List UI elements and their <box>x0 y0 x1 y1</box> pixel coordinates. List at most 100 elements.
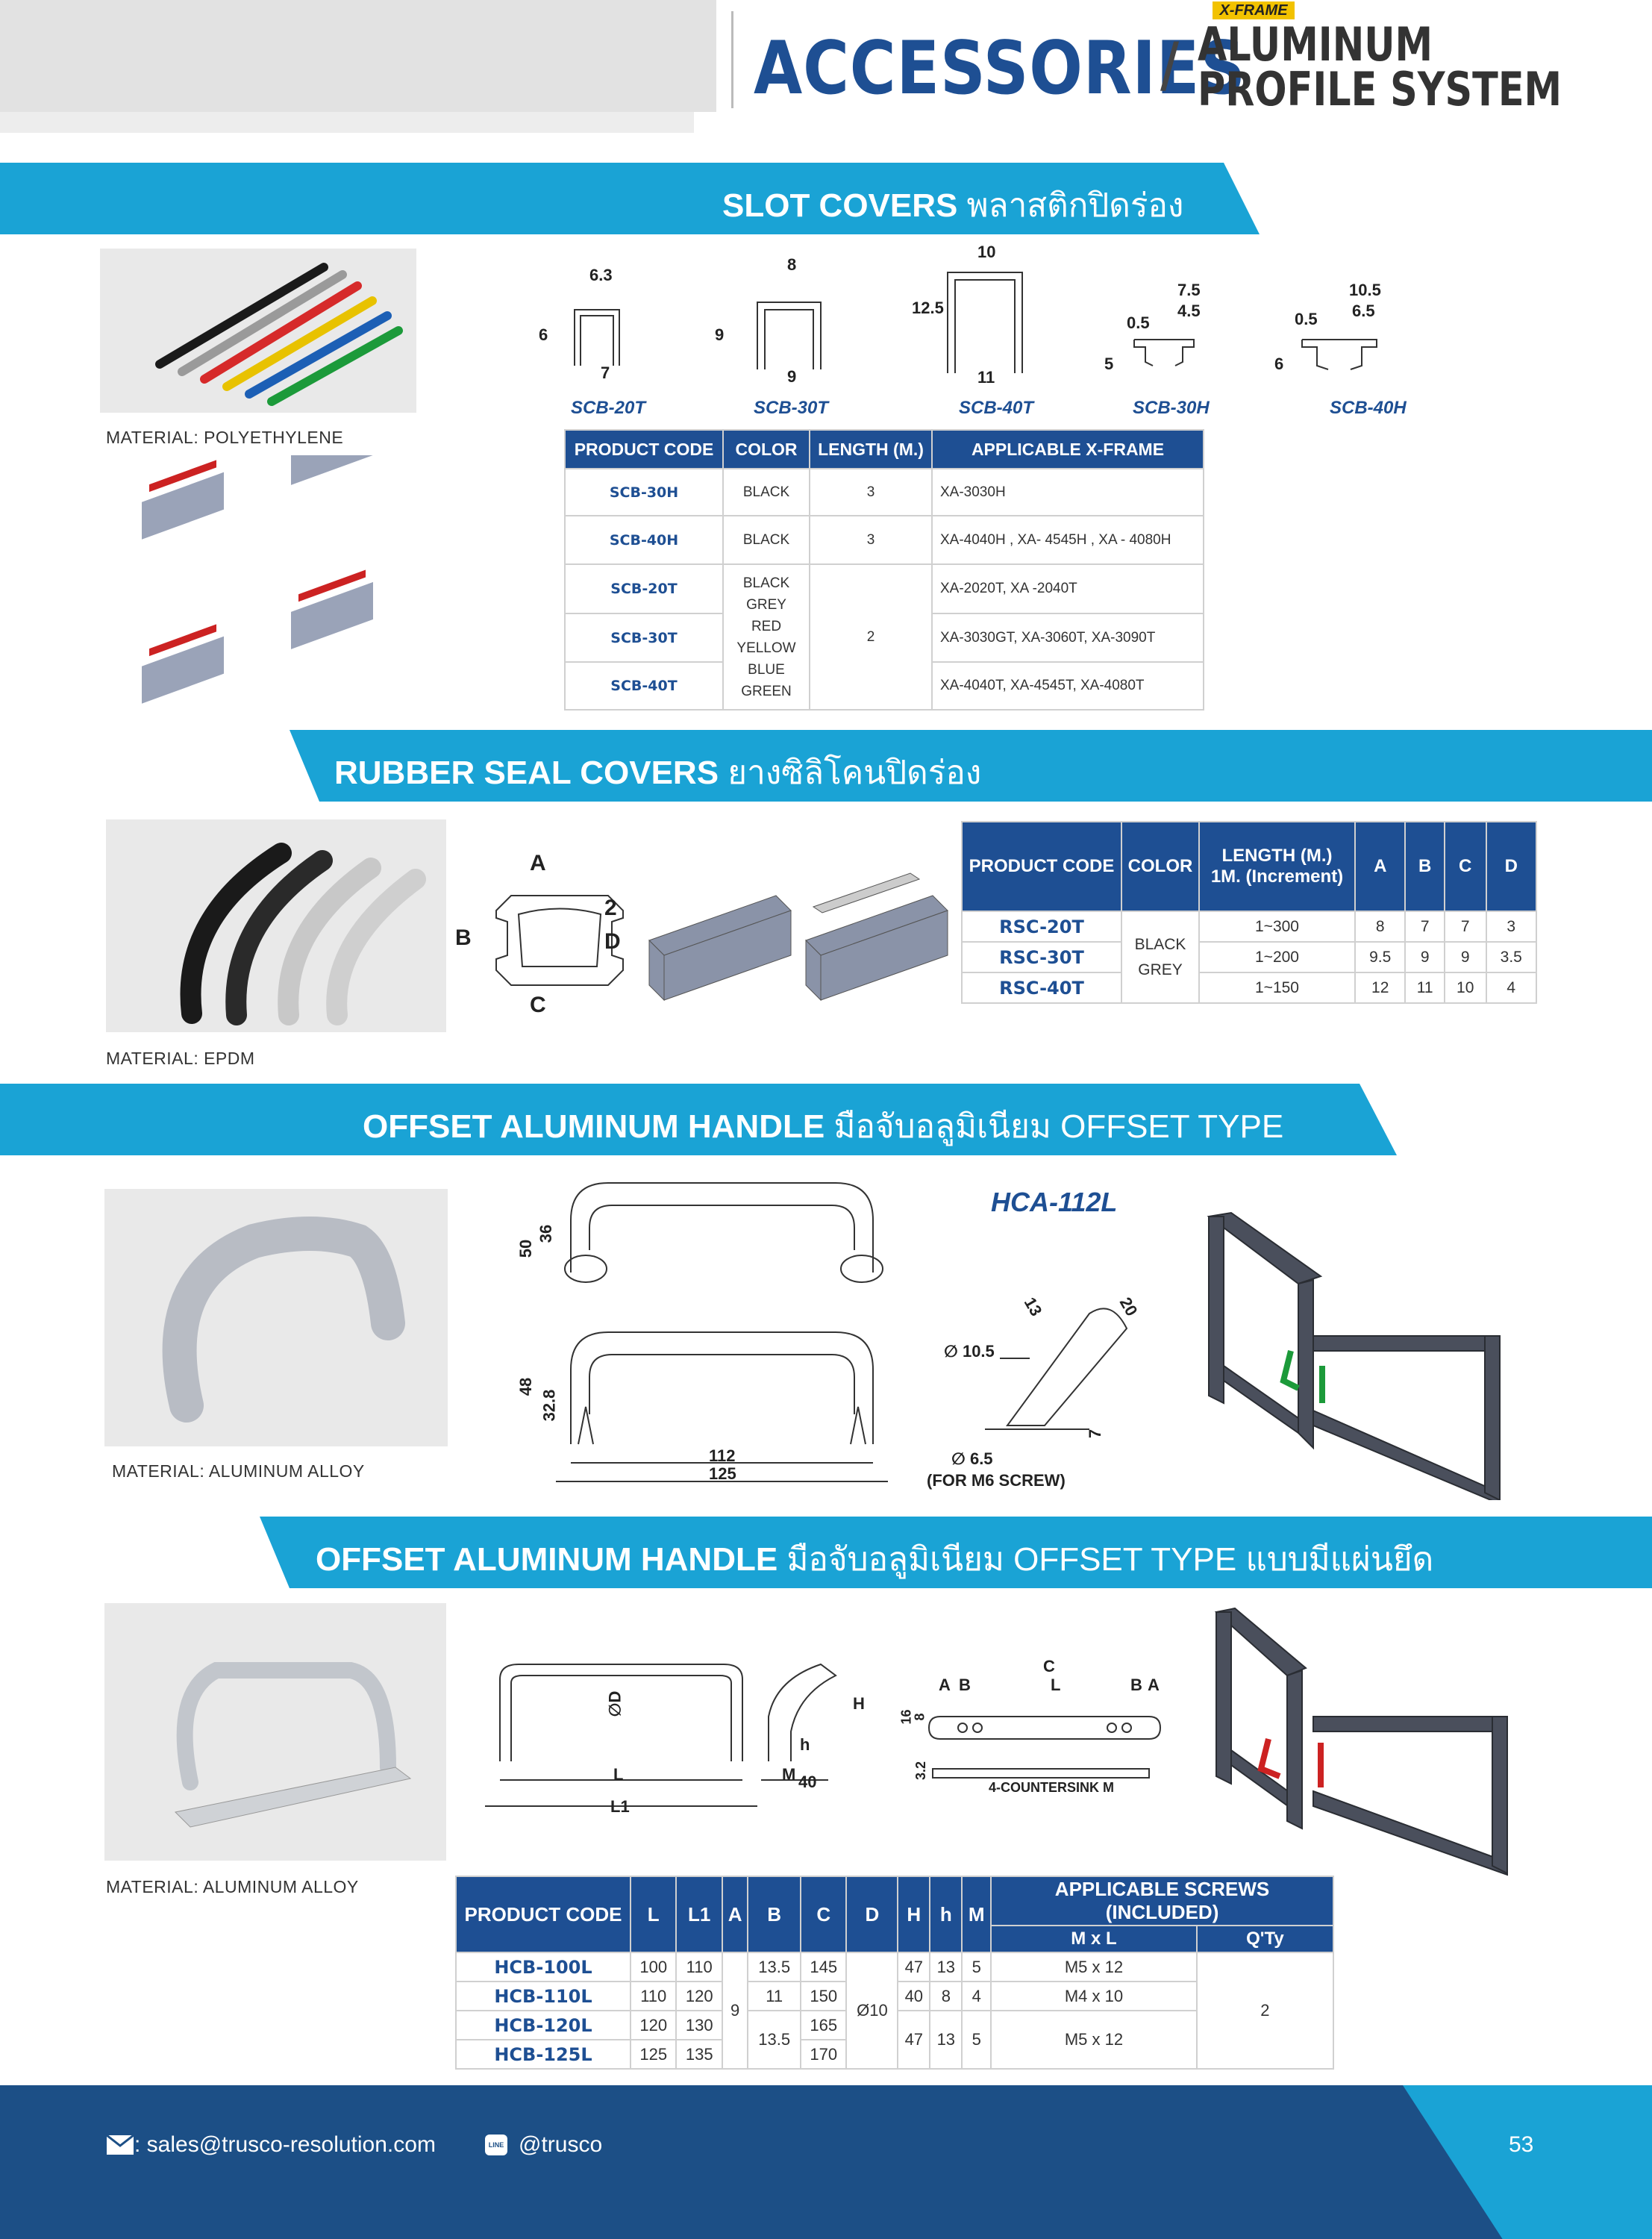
table-row: HCB-100L 100 110 9 13.5 145 Ø10 47 13 5 … <box>455 1952 1335 2070</box>
l: 100 <box>629 1952 678 1982</box>
rubber-table: PRODUCT CODE COLOR LENGTH (M.) 1M. (Incr… <box>961 821 1538 1004</box>
th-screws-line2: (INCLUDED) <box>1105 1901 1219 1923</box>
xframe-badge: X-FRAME <box>1213 1 1295 19</box>
handle2-photo <box>104 1603 446 1861</box>
th-applicable-screws: APPLICABLE SCREWS (INCLUDED) <box>990 1876 1334 1926</box>
handle2-dim-m: M <box>782 1765 796 1784</box>
handle2-dim-a-right: A <box>1148 1676 1160 1694</box>
handle1-frame-image <box>1207 1211 1501 1500</box>
table-row: HCB-120L 120 130 13.5 165 47 13 5 M5 x 1… <box>455 2010 1333 2070</box>
handle1-dim-48: 48 <box>516 1377 536 1396</box>
slot-covers-table: PRODUCT CODE COLOR LENGTH (M.) APPLICABL… <box>564 429 1204 711</box>
b: 7 <box>1404 911 1445 943</box>
handle2-dim-h-small: h <box>800 1735 810 1754</box>
h: 40 <box>897 1981 931 2011</box>
handle1-drawings <box>556 1182 888 1482</box>
c: 10 <box>1443 972 1487 1004</box>
scb30t-label: SCB-30T <box>754 398 829 418</box>
b: 13.5 <box>747 1952 802 1982</box>
offset-handle-image <box>162 1217 405 1423</box>
th-product-code: PRODUCT CODE <box>961 821 1122 912</box>
handle1-dim-105: ∅ 10.5 <box>944 1342 995 1361</box>
table-row: RSC-30T 1~200 9.5 9 9 3.5 <box>961 941 1538 973</box>
slot-cover-profile-drawings <box>574 272 1377 373</box>
length: 3 <box>809 515 933 565</box>
slot-cover-profile-images <box>127 405 410 709</box>
handle1-photo <box>104 1189 448 1446</box>
handle2-dim-l-plate: L <box>1051 1676 1061 1694</box>
handle2-dim-c: C <box>1043 1657 1055 1676</box>
color-black: BLACK <box>1134 935 1186 953</box>
handle2-title-suffix: OFFSET TYPE <box>1013 1541 1237 1578</box>
page-title: ACCESSORIES <box>754 26 1246 111</box>
product-code: SCB-20T <box>564 563 724 614</box>
l1: 130 <box>675 2010 723 2040</box>
h-small-merged: 13 <box>929 2010 963 2070</box>
page-subtitle: ALUMINUM PROFILE SYSTEM <box>1198 22 1562 113</box>
c: 145 <box>800 1952 848 1982</box>
b-merged: 13.5 <box>747 2010 802 2070</box>
h-small: 13 <box>929 1952 963 1982</box>
rubber-band: RUBBER SEAL COVERS ยางซิลิโคนปิดร่อง <box>290 730 1652 802</box>
l1: 110 <box>675 1952 723 1982</box>
product-code: SCB-40T <box>564 661 724 711</box>
table-row: HCB-110L 110 120 11 150 40 8 4 M4 x 10 <box>455 1981 1333 2011</box>
a-merged: 9 <box>721 1952 749 2070</box>
slot-cover-strips-image <box>155 263 403 406</box>
m-merged: 5 <box>961 2010 992 2070</box>
rubber-dim-b: B <box>455 925 472 950</box>
footer-line-id[interactable]: @trusco <box>519 2132 603 2157</box>
a: 9.5 <box>1354 941 1407 973</box>
l: 125 <box>629 2039 678 2070</box>
th-color: COLOR <box>1121 821 1200 912</box>
handle1-dim-125: 125 <box>709 1464 736 1483</box>
a: 12 <box>1354 972 1407 1004</box>
th-qty: Q'Ty <box>1195 1925 1335 1953</box>
rubber-color: BLACK GREY <box>1121 911 1200 1004</box>
slot-covers-title: SLOT COVERS <box>722 187 958 224</box>
th-product-code: PRODUCT CODE <box>564 429 724 469</box>
product-code: RSC-40T <box>961 972 1122 1004</box>
scb20t-bottom-dim: 7 <box>601 363 610 382</box>
header-divider <box>731 11 733 108</box>
color-grey: GREY <box>746 596 786 613</box>
th-b: B <box>747 1876 802 1953</box>
scb40h-top-dim: 10.5 <box>1349 281 1381 299</box>
slot-cover-strips-photo <box>100 249 416 413</box>
c: 165 <box>800 2010 848 2040</box>
mxl: M4 x 10 <box>990 1981 1198 2011</box>
scb30h-top-dim: 7.5 <box>1177 281 1201 299</box>
handle2-dim-40: 40 <box>798 1773 817 1791</box>
handle2-dim-b-left: B <box>959 1676 971 1694</box>
scb30h-label: SCB-30H <box>1133 398 1210 418</box>
b: 11 <box>747 1981 802 2011</box>
th-length-line1: LENGTH (M.) <box>1221 846 1333 866</box>
product-code: HCB-125L <box>455 2039 631 2070</box>
color-red: RED <box>751 618 782 634</box>
handle1-title-thai: มือจับอลูมิเนียม <box>833 1108 1051 1145</box>
scb20t-side-dim: 6 <box>539 325 548 344</box>
handle1-dim-32: 32.8 <box>539 1389 559 1422</box>
th-screws-line1: APPLICABLE SCREWS <box>1054 1878 1270 1900</box>
slot-covers-band: SLOT COVERS พลาสติกปิดร่อง <box>0 163 1260 234</box>
product-code: SCB-30T <box>564 613 724 663</box>
footer-email[interactable]: : sales@trusco-resolution.com <box>134 2132 436 2157</box>
table-row: RSC-20T BLACK GREY 1~300 8 7 7 3 <box>961 911 1538 1004</box>
length: 3 <box>809 468 933 516</box>
scb40h-side-dim: 6 <box>1274 355 1284 373</box>
th-b: B <box>1404 821 1445 912</box>
handle1-dim-36: 36 <box>536 1224 556 1243</box>
th-l1: L1 <box>675 1876 723 1953</box>
th-length: LENGTH (M.) <box>809 429 933 469</box>
profile-with-slot-cover-image <box>142 405 373 704</box>
product-code: SCB-40H <box>564 515 724 565</box>
color: BLACK <box>722 468 810 516</box>
th-c: C <box>800 1876 848 1953</box>
handle2-drawings <box>485 1663 1162 1807</box>
table-row: SCB-20T BLACK GREY RED YELLOW BLUE GREEN… <box>564 563 1204 711</box>
handle2-dim-a-left: A <box>939 1676 951 1694</box>
handle1-band: OFFSET ALUMINUM HANDLE มือจับอลูมิเนียม … <box>0 1084 1397 1155</box>
th-color: COLOR <box>722 429 810 469</box>
color-grey: GREY <box>1138 961 1183 978</box>
th-length: LENGTH (M.) 1M. (Increment) <box>1198 821 1356 912</box>
